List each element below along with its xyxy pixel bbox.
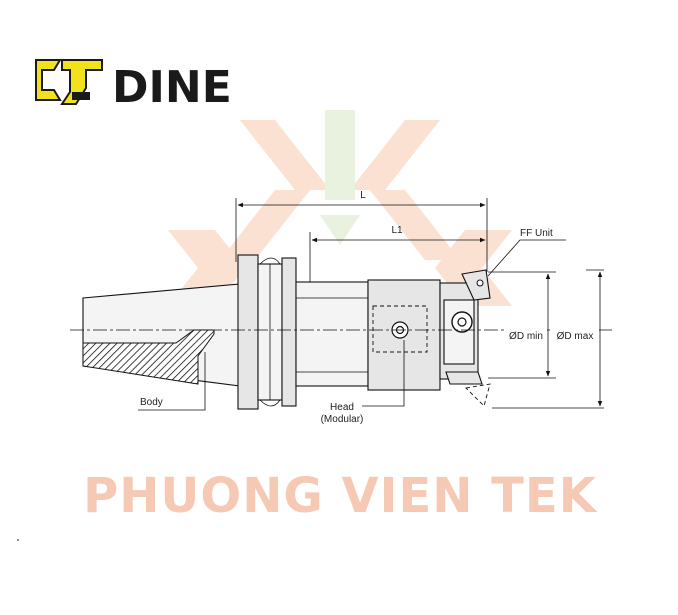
callout-body: Body (138, 352, 206, 411)
dimension-d-max: ØD max (492, 269, 604, 409)
callout-body-label: Body (140, 397, 163, 408)
dimension-d-min: ØD min (488, 271, 556, 379)
callout-ff-unit: FF Unit (487, 228, 566, 277)
dimension-l-label: L (360, 190, 366, 201)
dimension-d-max-label: ØD max (557, 331, 594, 342)
callout-head: Head (Modular) (321, 340, 405, 425)
dimension-l1: L1 (309, 225, 486, 282)
dimension-d-min-label: ØD min (509, 331, 543, 342)
dine-logo: DINE (35, 59, 232, 113)
callout-head-label-line2: (Modular) (321, 414, 364, 425)
body-cylinder (295, 281, 369, 387)
watermark-text: PHUONG VIEN TEK (83, 468, 598, 524)
dimension-l: L (235, 190, 488, 272)
ff-unit (439, 269, 491, 407)
taper-shank (82, 283, 241, 387)
dimension-l1-label: L1 (391, 225, 403, 236)
stray-dot (17, 539, 19, 541)
brand-name: DINE (112, 62, 232, 113)
callout-head-label-line1: Head (330, 402, 354, 413)
dine-logo-icon (35, 59, 62, 101)
callout-ff-unit-label: FF Unit (520, 228, 553, 239)
flange (237, 254, 297, 410)
